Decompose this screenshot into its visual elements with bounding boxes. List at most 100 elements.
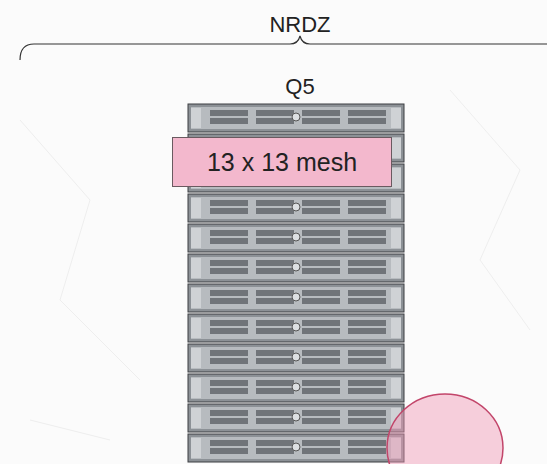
drive-bay: [210, 208, 248, 214]
drive-bay: [302, 440, 340, 446]
drive-bay: [348, 380, 386, 386]
drive-bay: [302, 260, 340, 266]
unit-face: [191, 197, 401, 219]
drive-bay: [348, 290, 386, 296]
handle: [191, 258, 201, 278]
drive-bay: [256, 350, 294, 356]
drive-bay: [256, 440, 294, 446]
drive-bay: [302, 208, 340, 214]
drive-bay: [348, 350, 386, 356]
label: Q5: [285, 74, 314, 100]
drive-bay: [302, 358, 340, 364]
drive-bay: [302, 328, 340, 334]
unit-face: [191, 377, 401, 399]
drive-bay: [348, 388, 386, 394]
drive-bay: [210, 200, 248, 206]
handle: [191, 318, 201, 338]
unit-face: [191, 107, 401, 129]
drive-bay: [210, 418, 248, 424]
handle: [191, 228, 201, 248]
bracket: [20, 36, 547, 60]
handle: [391, 228, 401, 248]
drive-bay: [210, 358, 248, 364]
handle: [191, 288, 201, 308]
handle: [191, 408, 201, 428]
handle: [391, 258, 401, 278]
drive-bay: [348, 238, 386, 244]
drive-bay: [348, 328, 386, 334]
drive-bay: [302, 238, 340, 244]
drive-bay: [256, 328, 294, 334]
drive-bay: [210, 350, 248, 356]
node-text: 13 x 13 mesh: [207, 148, 357, 177]
drive-bay: [348, 260, 386, 266]
drive-bay: [348, 410, 386, 416]
handle: [391, 108, 401, 128]
drive-bay: [348, 200, 386, 206]
drive-bay: [348, 230, 386, 236]
drive-bay: [302, 290, 340, 296]
drive-bay: [256, 260, 294, 266]
drive-bay: [302, 320, 340, 326]
drive-bay: [302, 230, 340, 236]
rack-unit: [188, 434, 404, 462]
rack-unit: [188, 284, 404, 312]
unit-face: [191, 257, 401, 279]
drive-bay: [210, 410, 248, 416]
handle: [391, 168, 401, 188]
logo: [292, 413, 300, 421]
drive-bay: [210, 238, 248, 244]
rack-unit: [188, 314, 404, 342]
drive-bay: [302, 200, 340, 206]
highlight-ellipse: [387, 394, 503, 464]
drive-bay: [256, 298, 294, 304]
drive-bay: [302, 110, 340, 116]
rack-unit: [188, 224, 404, 252]
logo: [292, 203, 300, 211]
drive-bay: [210, 110, 248, 116]
rack-unit: [188, 194, 404, 222]
drive-bay: [256, 230, 294, 236]
drive-bay: [348, 358, 386, 364]
drive-bay: [256, 388, 294, 394]
handle: [391, 198, 401, 218]
drive-bay: [256, 418, 294, 424]
drive-bay: [210, 320, 248, 326]
drive-bay: [256, 268, 294, 274]
logo: [292, 383, 300, 391]
drive-bay: [302, 298, 340, 304]
drive-bay: [348, 320, 386, 326]
drive-bay: [302, 380, 340, 386]
drive-bay: [210, 380, 248, 386]
drive-bay: [256, 448, 294, 454]
drive-bay: [210, 328, 248, 334]
drive-bay: [210, 298, 248, 304]
drive-bay: [348, 118, 386, 124]
handle: [391, 288, 401, 308]
logo: [292, 233, 300, 241]
drive-bay: [348, 440, 386, 446]
drive-bay: [210, 440, 248, 446]
label: NRDZ: [269, 12, 330, 38]
unit-face: [191, 317, 401, 339]
unit-face: [191, 347, 401, 369]
drive-bay: [256, 110, 294, 116]
drive-bay: [210, 388, 248, 394]
drive-bay: [348, 448, 386, 454]
drive-bay: [210, 290, 248, 296]
drive-bay: [256, 320, 294, 326]
handle: [191, 378, 201, 398]
drive-bay: [302, 118, 340, 124]
process-box: 13 x 13 mesh: [172, 137, 392, 187]
drive-bay: [302, 410, 340, 416]
logo: [292, 263, 300, 271]
logo: [292, 443, 300, 451]
drive-bay: [210, 268, 248, 274]
drive-bay: [210, 448, 248, 454]
drive-bay: [256, 200, 294, 206]
unit-face: [191, 227, 401, 249]
handle: [391, 138, 401, 158]
unit-face: [191, 407, 401, 429]
rack-unit: [188, 404, 404, 432]
